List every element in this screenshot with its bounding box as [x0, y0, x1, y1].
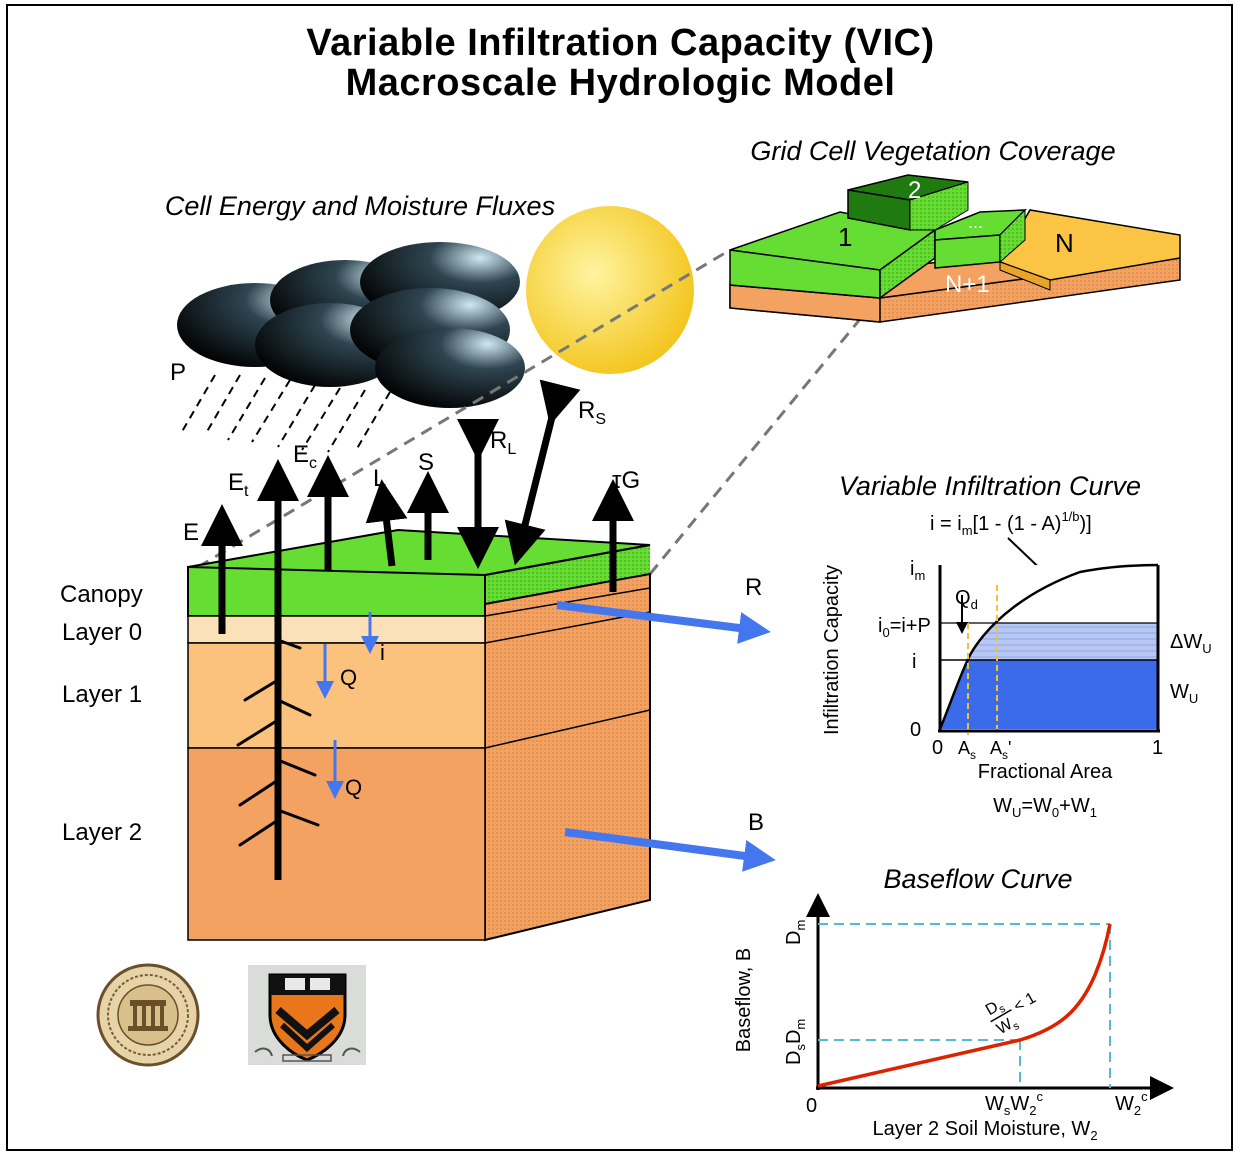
infiltration-label: i: [380, 640, 385, 665]
roots: [236, 638, 320, 847]
shortwave-label: RS: [578, 397, 606, 428]
princeton-shield-logo: [248, 965, 366, 1065]
baseflow-arrow: [564, 828, 776, 872]
canopy-label: Canopy: [60, 581, 143, 608]
infiltration-heading: Variable Infiltration Curve: [839, 471, 1141, 501]
zero-x-tick: 0: [932, 737, 943, 759]
infiltration-plot: [938, 563, 1160, 735]
internal-flow-arrows: [316, 612, 379, 799]
layer2-label: Layer 2: [62, 819, 142, 846]
wu-region: [940, 660, 1158, 729]
zero-y-tick: 0: [910, 719, 921, 741]
dm-tick: Dm: [783, 920, 808, 945]
baseflow-ylabel: Baseflow, B: [733, 948, 755, 1053]
canopy-evap-label: Ec: [293, 441, 317, 472]
dsdm-tick: DsDm: [783, 1019, 808, 1065]
university-seal-logo: [96, 963, 200, 1067]
rain-clouds: [177, 242, 525, 408]
as-tick: As: [958, 738, 976, 762]
im-tick: im: [910, 558, 925, 583]
w2c-tick: W2c: [1115, 1089, 1148, 1118]
infiltration-equation: i = im[1 - (1 - A)1/b)]: [930, 509, 1092, 538]
i-tick: i: [912, 651, 916, 673]
vegetation-heading: Grid Cell Vegetation Coverage: [750, 136, 1115, 166]
runoff-label: R: [745, 574, 762, 601]
radiation-arrows: [457, 379, 581, 569]
dwu-region: [968, 623, 1158, 660]
flux-arrows: [201, 455, 634, 880]
transp-label: Et: [228, 469, 249, 500]
soil-column: [187, 528, 651, 942]
as-prime-tick: As': [990, 738, 1011, 762]
baseflow-plot: [806, 893, 1174, 1100]
runoff-arrow: [556, 601, 771, 644]
latent-label: L: [373, 465, 386, 492]
title-line-1: Variable Infiltration Capacity (VIC): [306, 22, 935, 64]
baseflow-label: B: [748, 809, 764, 836]
tile-dots-label: ...: [968, 212, 983, 232]
zero-tick: 0: [806, 1095, 817, 1117]
fluxes-heading: Cell Energy and Moisture Fluxes: [165, 191, 555, 221]
precip-label: P: [170, 359, 186, 386]
svg-text:< 1: < 1: [1011, 989, 1039, 1015]
wsw2c-tick: WsW2c: [985, 1089, 1044, 1118]
rain-streaks: [179, 374, 391, 453]
infiltration-ylabel: Infiltration Capacity: [821, 565, 843, 735]
drainage2-label: Q: [345, 775, 362, 800]
vegetation-tiles: [729, 174, 1181, 323]
baseflow-xlabel: Layer 2 Soil Moisture, W2: [872, 1118, 1097, 1143]
tile-1-label: 1: [838, 222, 852, 252]
shortwave-arrow: [504, 379, 581, 566]
evap-label: E: [183, 519, 199, 546]
layer0-label: Layer 0: [62, 619, 142, 646]
title-line-2: Macroscale Hydrologic Model: [345, 62, 896, 104]
longwave-label: RL: [490, 427, 516, 458]
sensible-label: S: [418, 449, 434, 476]
one-x-tick: 1: [1152, 737, 1163, 759]
infiltration-curve: [938, 563, 1159, 730]
wu-sum: WU=W0+W1: [993, 795, 1097, 820]
baseflow-curve: [817, 923, 1112, 1088]
infiltration-xlabel: Fractional Area: [978, 761, 1113, 783]
drainage1-label: Q: [340, 665, 357, 690]
sun: [526, 206, 694, 374]
wu-label: WU: [1170, 681, 1198, 706]
latent-arrow: [365, 479, 408, 567]
i0-tick: i0=i+P: [878, 615, 931, 640]
tile-2-label: 2: [908, 177, 921, 204]
tile-n1-label: N+1: [945, 271, 990, 298]
baseflow-heading: Baseflow Curve: [883, 864, 1072, 894]
figure-border: [6, 4, 1233, 1151]
dwu-label: ΔWU: [1170, 631, 1212, 656]
qd-label: Qd: [955, 587, 978, 612]
link-lines: [197, 248, 882, 575]
ground-label: τG: [612, 467, 640, 494]
layer1-label: Layer 1: [62, 681, 142, 708]
tile-n-label: N: [1055, 228, 1074, 258]
